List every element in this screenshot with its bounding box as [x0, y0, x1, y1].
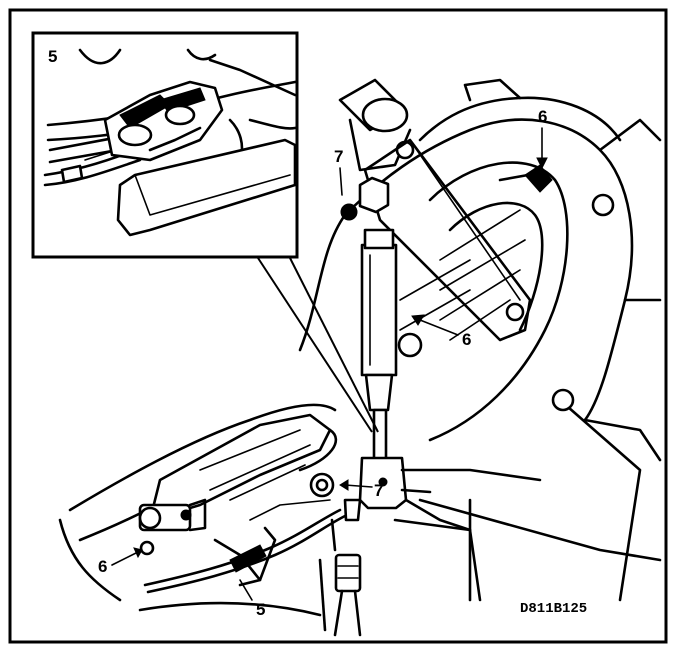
leader-line — [257, 257, 373, 433]
figure-code: D811B125 — [520, 601, 587, 617]
inset-detail — [31, 31, 299, 259]
mount-hole — [505, 302, 525, 322]
damper-cylinder — [360, 243, 398, 377]
adjusting-nut — [358, 176, 390, 214]
callout-6-mid: 6 — [462, 330, 471, 349]
callout-5-inset: 5 — [48, 47, 57, 66]
leader-line — [289, 257, 379, 433]
callout-leader — [344, 484, 373, 488]
callout-leader — [111, 551, 139, 566]
callout-7-mid: 7 — [374, 481, 383, 500]
mount-hole — [551, 388, 575, 412]
callout-6-top: 6 — [538, 107, 547, 126]
callout-6-bottom: 6 — [98, 557, 107, 576]
callout-leader — [339, 167, 343, 196]
callout-5-bottom: 5 — [256, 600, 265, 619]
callout-leader — [419, 319, 459, 336]
mount-hole — [591, 193, 615, 217]
main-assembly — [58, 78, 662, 637]
pivot-bolt — [138, 506, 162, 530]
figure-frame — [8, 8, 668, 644]
callout-leader — [239, 579, 253, 601]
retaining-clip — [524, 164, 553, 193]
electrical-connector — [334, 553, 362, 593]
mount-hole — [397, 332, 423, 358]
callout-7-top: 7 — [334, 147, 343, 166]
